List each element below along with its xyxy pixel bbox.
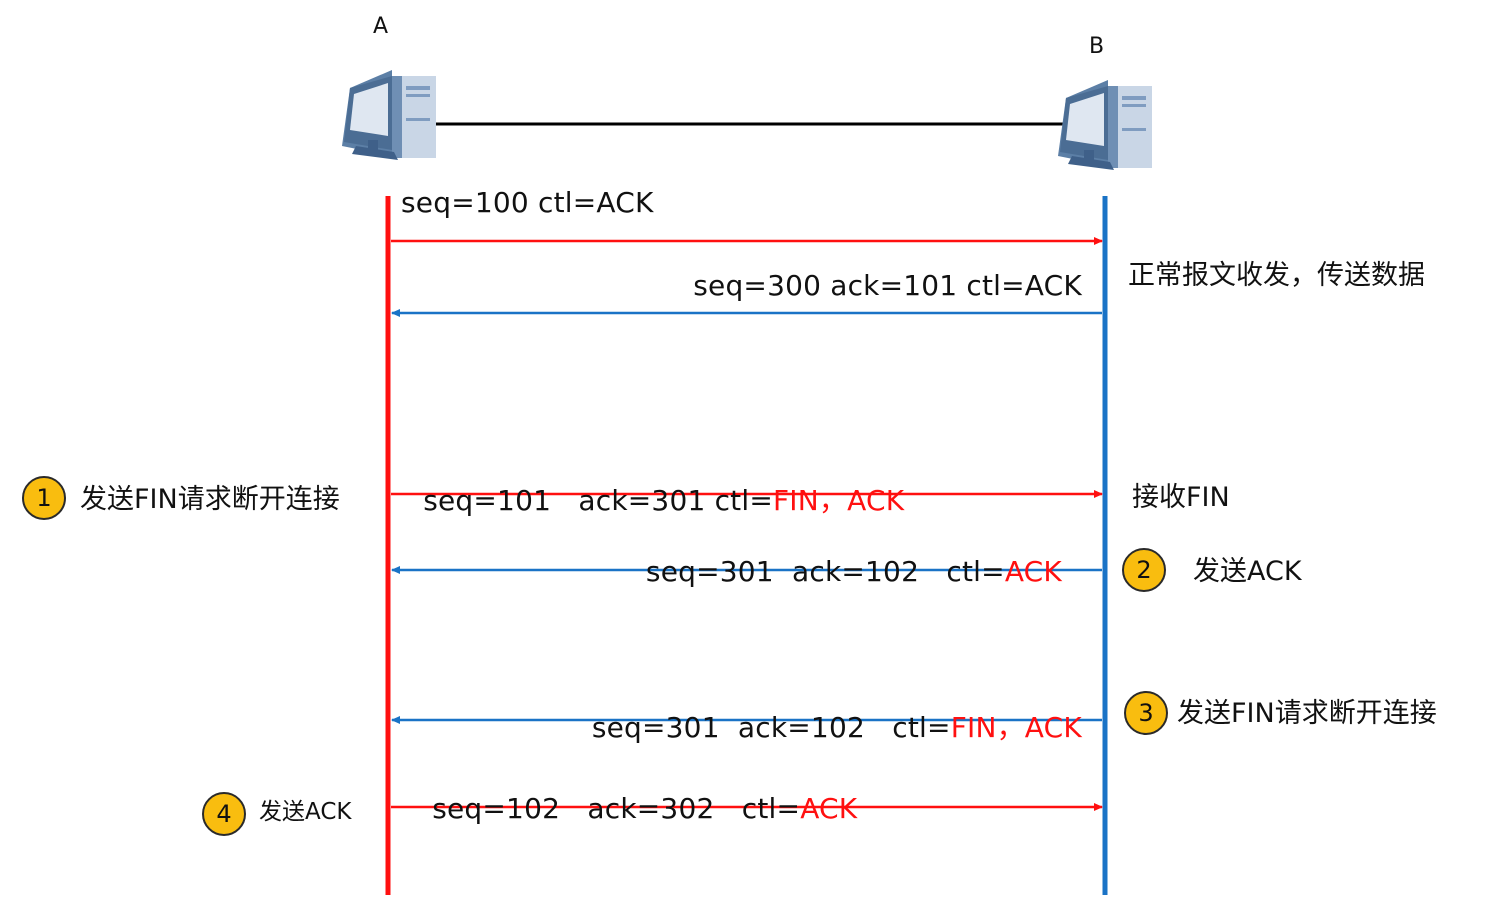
- message-text: seq=102 ack=302 ctl=: [432, 792, 801, 825]
- step-badge-1: 1: [22, 476, 66, 520]
- message-label-5: seq=301 ack=102 ctl=FIN，ACK: [574, 673, 1082, 746]
- host-a-label: A: [373, 14, 389, 39]
- message-text: seq=100 ctl=ACK: [401, 186, 654, 219]
- message-text: seq=301 ack=102 ctl=: [591, 711, 951, 744]
- message-text: seq=300 ack=101 ctl=ACK: [693, 269, 1082, 302]
- computer-b-icon: [1058, 80, 1152, 170]
- step-badge-4: 4: [202, 792, 246, 836]
- message-text: seq=301 ack=102 ctl=: [645, 555, 1005, 588]
- step-label-2: 发送ACK: [1193, 556, 1302, 587]
- message-flags: ACK: [800, 792, 858, 825]
- message-label-4: seq=301 ack=102 ctl=ACK: [628, 522, 1062, 588]
- host-b-label: B: [1089, 34, 1105, 59]
- step-badge-2: 2: [1122, 548, 1166, 592]
- step-number: 2: [1136, 556, 1152, 584]
- step-number: 1: [36, 484, 52, 512]
- step-badge-3: 3: [1124, 691, 1168, 735]
- message-label-1: seq=100 ctl=ACK: [401, 186, 654, 219]
- message-label-6: seq=102 ack=302 ctl=ACK: [414, 759, 857, 825]
- step-number: 3: [1138, 699, 1154, 727]
- note-receive-fin: 接收FIN: [1132, 482, 1230, 513]
- message-flags: FIN，ACK: [772, 484, 905, 517]
- message-label-2: seq=300 ack=101 ctl=ACK: [693, 269, 1082, 302]
- note-normal-transfer: 正常报文收发，传送数据: [1128, 260, 1425, 291]
- message-flags: FIN，ACK: [950, 711, 1082, 744]
- step-number: 4: [216, 800, 232, 828]
- message-label-3: seq=101 ack=301 ctl=FIN，ACK: [405, 446, 904, 519]
- message-flags: ACK: [1004, 555, 1062, 588]
- step-label-4: 发送ACK: [259, 799, 352, 825]
- message-text: seq=101 ack=301 ctl=: [423, 484, 773, 517]
- step-label-3: 发送FIN请求断开连接: [1177, 698, 1437, 729]
- step-label-1: 发送FIN请求断开连接: [80, 484, 340, 515]
- computer-a-icon: [342, 70, 436, 160]
